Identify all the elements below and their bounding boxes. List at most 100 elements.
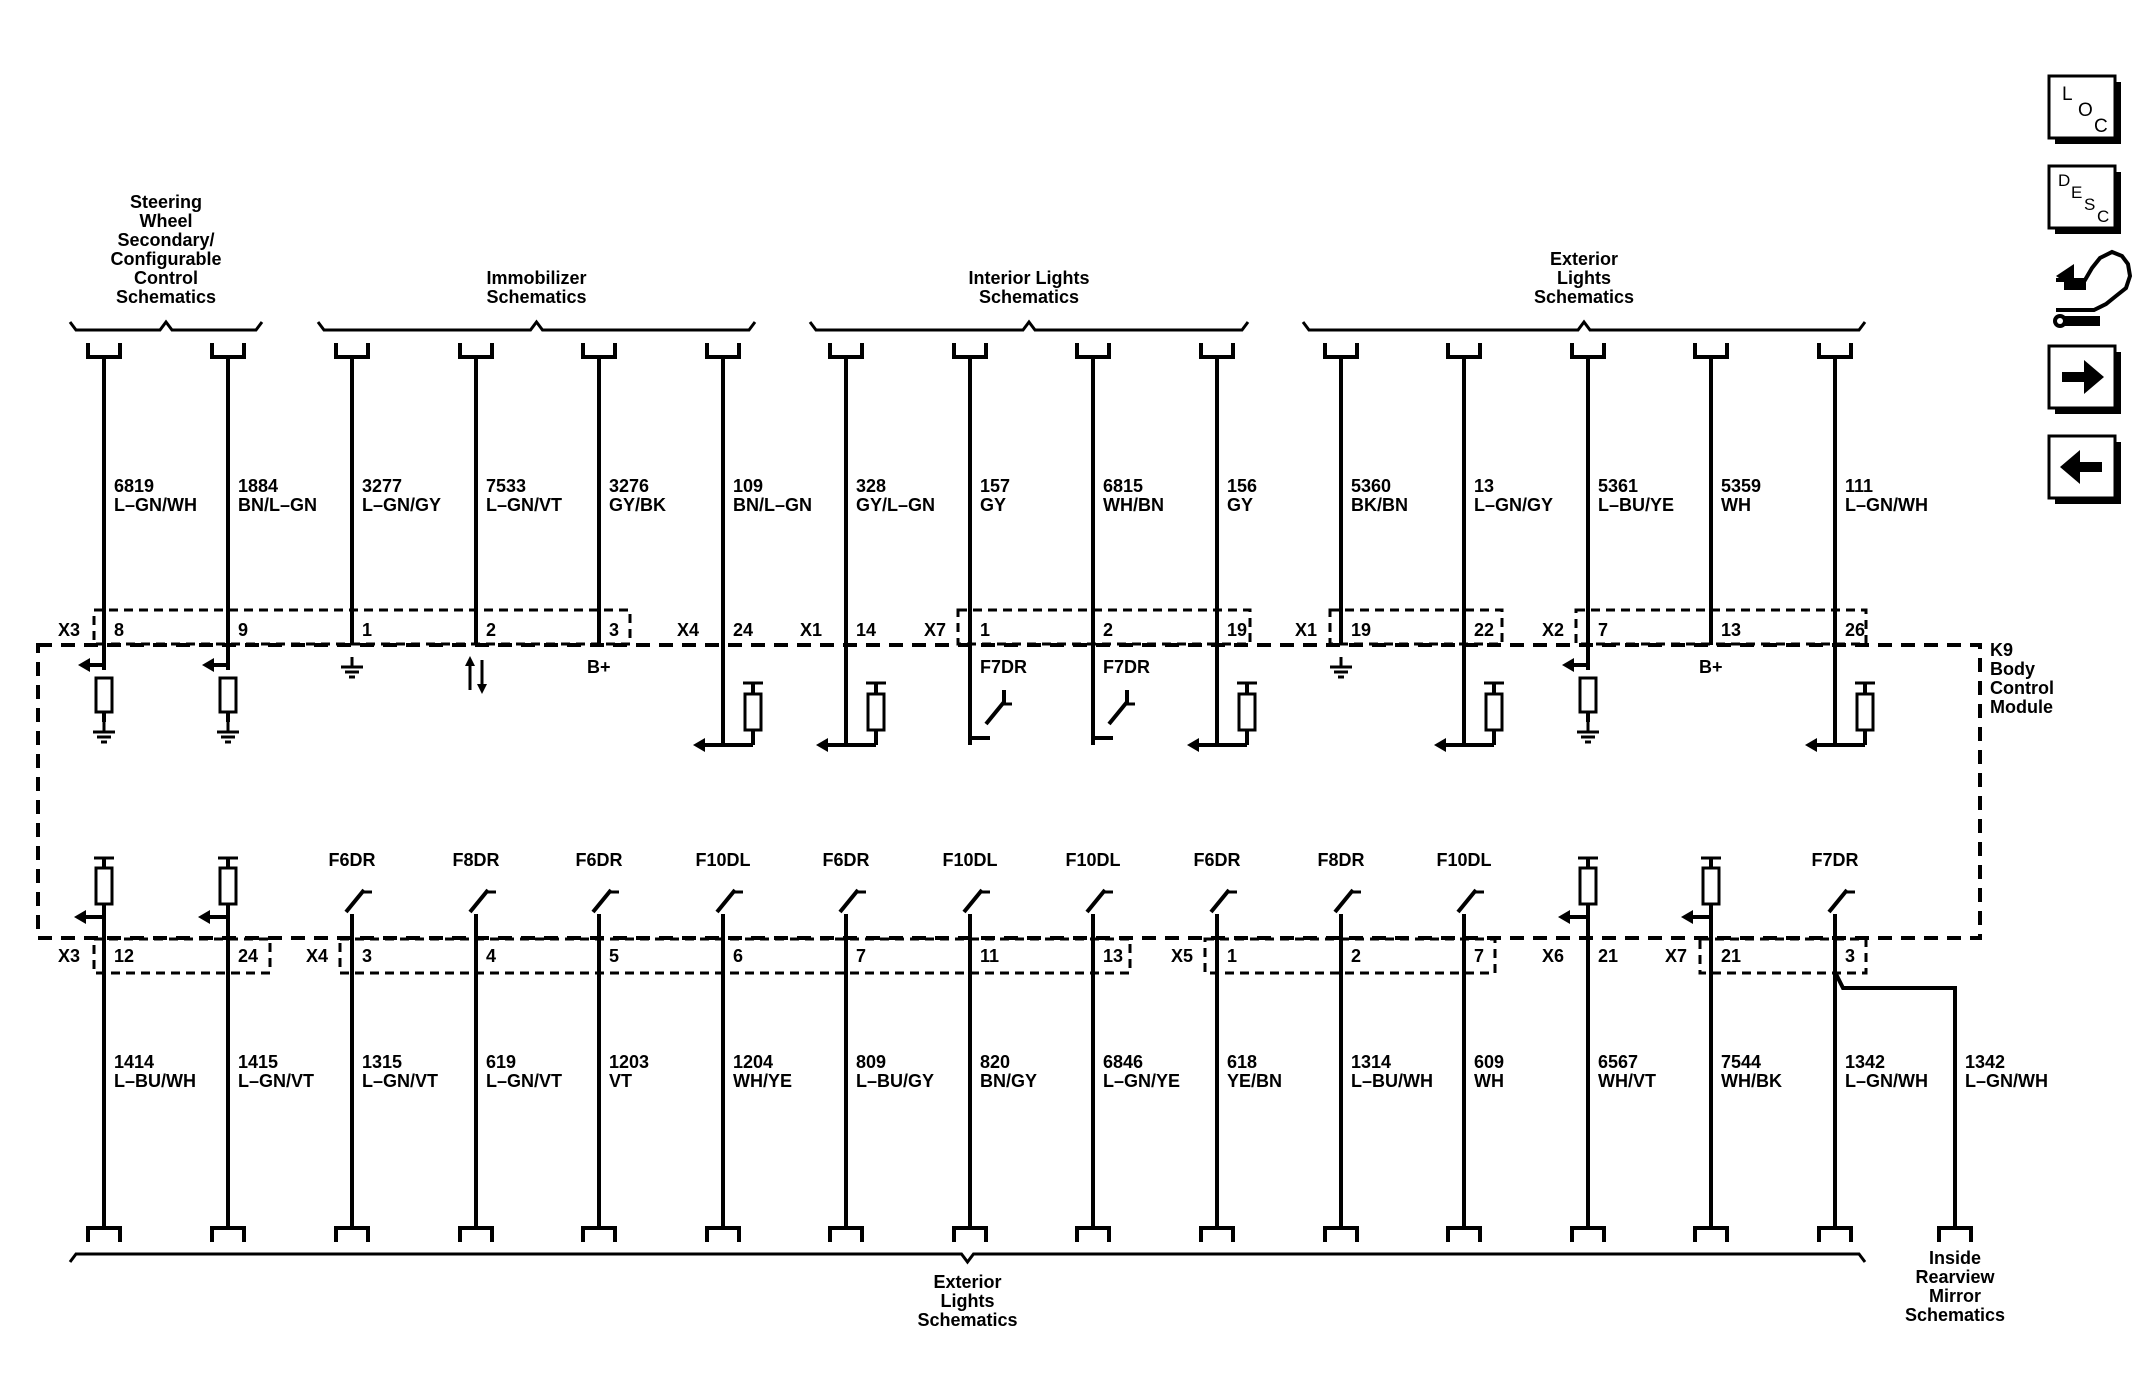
bplus-label: B+ <box>1699 657 1723 677</box>
input-arrow <box>1681 910 1693 924</box>
wire-color: YE/BN <box>1227 1071 1282 1091</box>
circuit-number: 6819 <box>114 476 154 496</box>
top-group-label: Configurable <box>111 249 222 269</box>
pin-number: 1 <box>980 620 990 640</box>
bottom-group-label: Schematics <box>917 1310 1017 1330</box>
pin-number: 3 <box>609 620 619 640</box>
wire-color: GY/BK <box>609 495 666 515</box>
module-name: Module <box>1990 697 2053 717</box>
input-arrow <box>1187 738 1199 752</box>
switch-symbol <box>1333 888 1355 914</box>
pin-number: 13 <box>1103 946 1123 966</box>
connector-id: X4 <box>677 620 699 640</box>
group-bracket <box>68 1252 1867 1265</box>
terminal <box>1937 1226 1973 1242</box>
nav-next-button[interactable] <box>2047 344 2121 414</box>
pin-number: 11 <box>980 946 999 966</box>
driver-label: F7DR <box>1811 850 1858 870</box>
wire-color: WH <box>1721 495 1751 515</box>
wire-color: L–GN/VT <box>486 495 562 515</box>
terminal <box>1199 1226 1235 1242</box>
resistor <box>1484 692 1504 732</box>
circuit-number: 3276 <box>609 476 649 496</box>
pin-number: 21 <box>1721 946 1741 966</box>
switch-symbol <box>984 700 1006 726</box>
wrench-hand-icon <box>2053 249 2133 328</box>
circuit-number: 609 <box>1474 1052 1504 1072</box>
wire-color: BK/BN <box>1351 495 1408 515</box>
pin-number: 12 <box>114 946 134 966</box>
circuit-number: 6815 <box>1103 476 1143 496</box>
resistor <box>866 692 886 732</box>
pin-number: 19 <box>1227 620 1247 640</box>
terminal <box>210 1226 246 1242</box>
terminal <box>952 1226 988 1242</box>
terminal <box>581 1226 617 1242</box>
wire-color: L–GN/VT <box>362 1071 438 1091</box>
top-group-label: Schematics <box>979 287 1079 307</box>
arrow-left-icon <box>2060 450 2102 484</box>
pin-number: 19 <box>1351 620 1371 640</box>
circuit-number: 1342 <box>1965 1052 2005 1072</box>
wire-color: L–GN/WH <box>1845 495 1928 515</box>
switch-symbol <box>715 888 737 914</box>
pin-number: 7 <box>1598 620 1608 640</box>
top-group-label: Control <box>134 268 198 288</box>
pin-number: 22 <box>1474 620 1494 640</box>
bottom-group-label: Exterior <box>933 1272 1001 1292</box>
resistor <box>1578 676 1598 714</box>
input-arrow <box>1434 738 1446 752</box>
terminal <box>1446 1226 1482 1242</box>
driver-label: F8DR <box>452 850 499 870</box>
module-name: Body <box>1990 659 2035 679</box>
driver-label: F6DR <box>328 850 375 870</box>
wire-color: BN/L–GN <box>733 495 812 515</box>
wire-color: WH/BN <box>1103 495 1164 515</box>
driver-label: F6DR <box>575 850 622 870</box>
circuit-number: 619 <box>486 1052 516 1072</box>
desc-letter: E <box>2071 183 2082 202</box>
circuit-number: 1314 <box>1351 1052 1391 1072</box>
nav-loc-button[interactable]: LOC <box>2047 74 2121 144</box>
wire-color: BN/L–GN <box>238 495 317 515</box>
top-group-label: Schematics <box>486 287 586 307</box>
pin-number: 13 <box>1721 620 1741 640</box>
wire-color: L–BU/YE <box>1598 495 1674 515</box>
wire-color: L–GN/WH <box>114 495 197 515</box>
connector-id: X4 <box>306 946 328 966</box>
bottom-group-label: Lights <box>941 1291 995 1311</box>
circuit-number: 1414 <box>114 1052 154 1072</box>
pin-number: 2 <box>1103 620 1113 640</box>
wire-color: VT <box>609 1071 632 1091</box>
terminal <box>1570 343 1606 359</box>
pin-number: 9 <box>238 620 248 640</box>
wire-color: L–GN/GY <box>362 495 441 515</box>
nav-tool-button[interactable] <box>2053 249 2133 328</box>
switch-symbol <box>344 888 366 914</box>
circuit-number: 6846 <box>1103 1052 1143 1072</box>
nav-prev-button[interactable] <box>2047 434 2121 504</box>
resistor <box>1237 692 1257 732</box>
branch-wire: 1342L–GN/WHInsideRearviewMirrorSchematic… <box>1833 971 2048 1325</box>
